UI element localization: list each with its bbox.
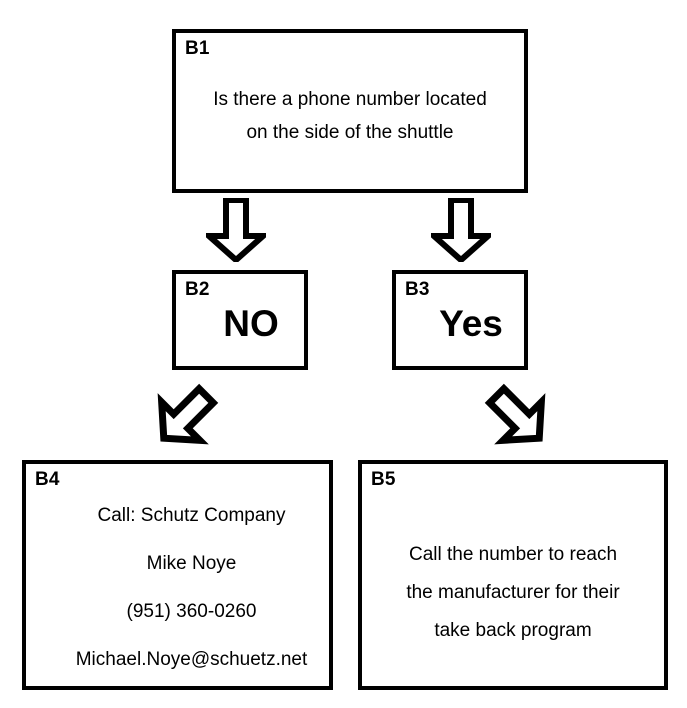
- flowchart-node-b4[interactable]: B4 Call: Schutz Company Mike Noye (951) …: [22, 460, 333, 690]
- node-b2-text: NO: [223, 303, 279, 344]
- flowchart-node-b1[interactable]: B1 Is there a phone number located on th…: [172, 29, 528, 193]
- node-b3-text: Yes: [439, 303, 503, 344]
- arrow-down-right-icon-b3-b5: [478, 382, 558, 452]
- arrow-down-icon-b1-b2: [201, 197, 271, 265]
- node-b5-text: Call the number to reach the manufacture…: [406, 544, 620, 641]
- node-b1-label: B1: [185, 38, 210, 59]
- arrow-down-icon-b1-b3: [426, 197, 496, 265]
- node-b5-label: B5: [371, 469, 396, 490]
- node-b1-text: Is there a phone number located on the s…: [213, 89, 487, 143]
- arrow-down-left-icon-b2-b4: [145, 382, 225, 452]
- node-b4-text: Call: Schutz Company Mike Noye (951) 360…: [75, 505, 308, 670]
- flowchart-node-b2[interactable]: B2 NO: [172, 270, 308, 370]
- node-b2-label: B2: [185, 279, 210, 300]
- node-b4-label: B4: [35, 469, 60, 490]
- flowchart-node-b5[interactable]: B5 Call the number to reach the manufact…: [358, 460, 668, 690]
- node-b3-label: B3: [405, 279, 430, 300]
- flowchart-node-b3[interactable]: B3 Yes: [392, 270, 528, 370]
